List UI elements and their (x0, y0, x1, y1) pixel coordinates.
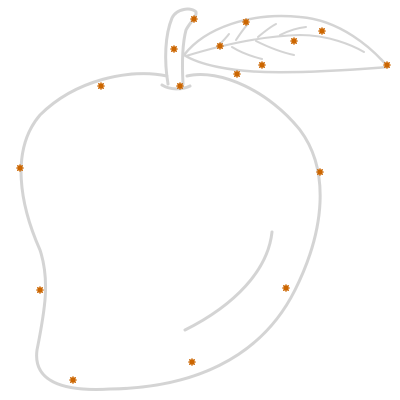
asterisk-marker[interactable] (318, 27, 326, 35)
asterisk-marker[interactable] (233, 70, 241, 78)
asterisk-marker[interactable] (242, 18, 250, 26)
asterisk-marker[interactable] (216, 42, 224, 50)
leaf-vein (279, 26, 307, 36)
mango-highlight-curve (183, 230, 274, 332)
asterisk-marker[interactable] (383, 61, 391, 69)
asterisk-marker[interactable] (258, 61, 266, 69)
leaf-outline (182, 14, 390, 74)
leaf-vein (235, 23, 249, 41)
asterisk-marker[interactable] (36, 286, 44, 294)
asterisk-marker[interactable] (282, 284, 290, 292)
asterisk-marker[interactable] (69, 376, 77, 384)
asterisk-marker[interactable] (16, 164, 24, 172)
marker-group (16, 15, 391, 384)
asterisk-marker[interactable] (170, 45, 178, 53)
asterisk-marker[interactable] (190, 15, 198, 23)
leaf-vein (231, 46, 263, 60)
leaf-midrib (185, 34, 365, 57)
leaf-vein (255, 40, 295, 56)
asterisk-marker[interactable] (176, 82, 184, 90)
asterisk-marker[interactable] (290, 37, 298, 45)
leaf-vein (257, 23, 277, 38)
asterisk-marker[interactable] (316, 168, 324, 176)
asterisk-marker[interactable] (188, 358, 196, 366)
mango-body-outline (19, 72, 322, 391)
mango-stem-outline (164, 7, 198, 86)
asterisk-marker[interactable] (97, 82, 105, 90)
mango-stem-base (160, 83, 192, 91)
